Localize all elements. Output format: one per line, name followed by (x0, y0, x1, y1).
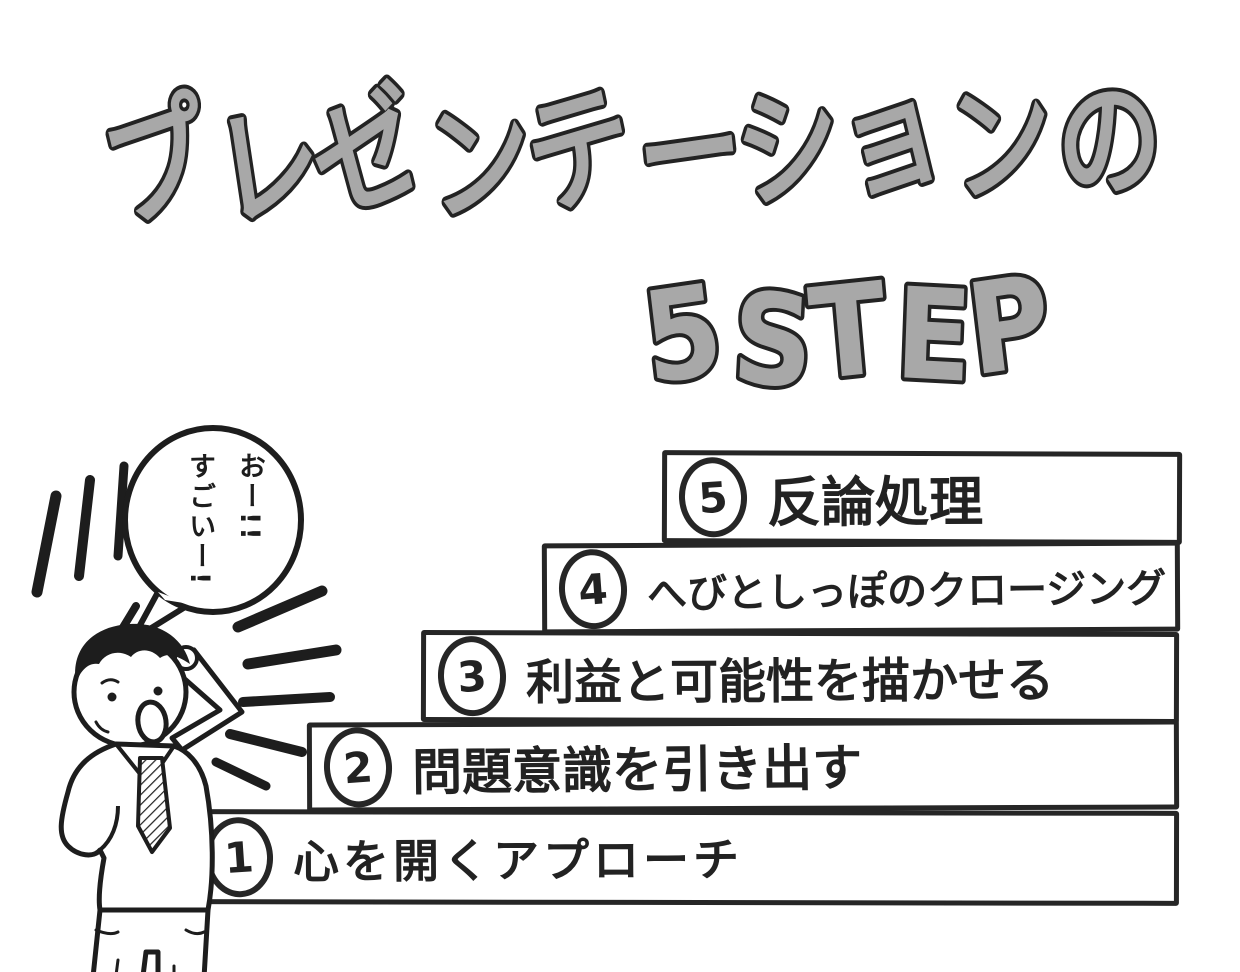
title-line-2: 5STEP (634, 247, 1063, 421)
step-5-number-badge: 5 (676, 454, 750, 539)
man-mouth (135, 699, 169, 745)
step-4: 4 へびとしっぽのクロージング (541, 540, 1181, 635)
man-tie (136, 756, 172, 854)
step-3-number-badge: 3 (435, 633, 509, 719)
speech-bubble-text: おー!! すごいー! (156, 452, 274, 627)
step-5-label: 反論処理 (766, 470, 984, 535)
man (58, 623, 245, 972)
man-eyes (94, 678, 163, 734)
step-3: 3 利益と可能性を描かせる (420, 630, 1180, 724)
speech-line-2: すごいー! (184, 452, 216, 588)
step-3-label: 利益と可能性を描かせる (525, 652, 1055, 712)
title: プレゼンテーションの 5STEP (80, 41, 1171, 425)
step-1-label: 心を開くアプローチ (292, 832, 744, 889)
step-4-label: へびとしっぽのクロージング (646, 565, 1167, 618)
man-trouser-creases (94, 928, 206, 972)
character-illustration (31, 425, 342, 972)
step-5: 5 反論処理 (661, 450, 1183, 545)
man-hair (75, 623, 190, 684)
step-2-label: 問題意識を引き出す (411, 739, 863, 802)
step-2: 2 問題意識を引き出す (306, 719, 1180, 813)
speech-bubble (122, 425, 304, 643)
speech-line-1: おー!! (234, 452, 265, 543)
step-4-number-badge: 4 (556, 546, 630, 632)
title-line-1: プレゼンテーションの (84, 45, 1167, 256)
speech-bubble-body (122, 425, 304, 615)
man-arm-akimbo-line (98, 805, 120, 852)
man-trousers (91, 907, 211, 972)
